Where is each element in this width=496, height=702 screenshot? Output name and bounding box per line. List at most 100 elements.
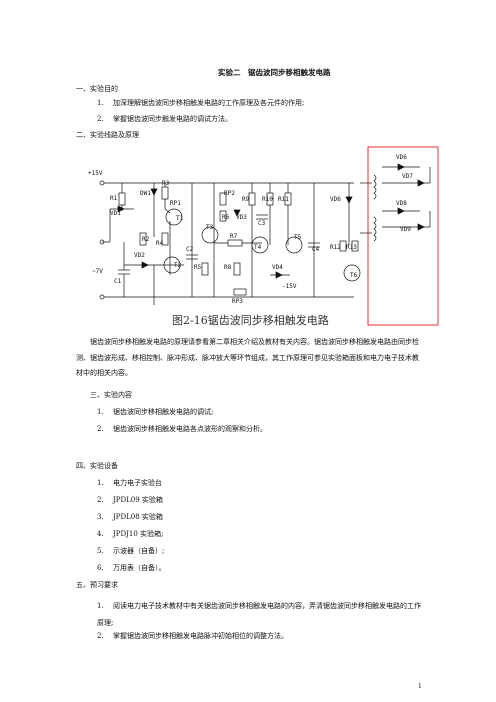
section-heading-content: 三、实验内容: [90, 391, 132, 399]
label-R8: R8: [224, 264, 232, 271]
resistor: [118, 192, 126, 206]
list-text: 锯齿波同步移相触发电路各点波形的观察和分析。: [113, 425, 267, 433]
label-VD6-small: VD6: [330, 196, 341, 203]
label-R3: R3: [162, 180, 170, 187]
transistor: [343, 264, 361, 282]
label-C3: C3: [258, 220, 266, 227]
list-number: 1.: [97, 602, 104, 610]
label-VD7: VD7: [402, 173, 413, 180]
label-C1: C1: [114, 278, 122, 285]
resistor: [248, 192, 256, 206]
list-text: 阅读电力电子技术教材中有关锯齿波同步移相触发电路的内容，弄清锯齿波同步移相触发电…: [97, 602, 421, 627]
label-R4: R4: [156, 240, 164, 247]
diode: [417, 223, 425, 231]
label-T4: T4: [254, 244, 262, 251]
diode: [275, 271, 283, 279]
list-number: 5.: [97, 547, 104, 555]
transistor: [285, 236, 303, 254]
label-VD3: VD3: [236, 214, 247, 221]
label-RP3: RP3: [232, 298, 243, 305]
transistor: [163, 256, 181, 274]
list-item: 2.掌握锯齿波同步触发电路的调试方法。: [97, 115, 232, 124]
list-item: 1. 锯齿波同步移相触发电路的调试;: [97, 408, 213, 417]
list-text: 示波器（自备）;: [113, 547, 165, 555]
list-item: 2.JPDL09 实验箱: [97, 496, 163, 505]
list-text: JPDL09 实验箱: [113, 496, 163, 504]
list-text: JPDL08 实验箱: [113, 513, 163, 521]
zener-diode: [150, 188, 158, 196]
resistor: [139, 232, 147, 246]
label-T6: T6: [350, 272, 358, 279]
diode: [417, 179, 425, 187]
resistor: [219, 192, 227, 206]
diode: [397, 163, 405, 171]
diode: [141, 261, 149, 269]
label-R7: R7: [230, 233, 238, 240]
list-number: 3.: [97, 513, 104, 521]
list-number: 1.: [97, 408, 104, 416]
label-C4: C4: [312, 246, 320, 253]
section-heading-equipment: 四、实验设备: [76, 462, 118, 470]
diode: [233, 209, 241, 217]
list-text: 掌握锯齿波同步移相触发电路脉冲初始相位的调整方法。: [113, 632, 288, 640]
label-RP2: RP2: [224, 190, 235, 197]
label-DW1: DW1: [140, 190, 151, 197]
list-item: 2. 掌握锯齿波同步移相触发电路脉冲初始相位的调整方法。: [97, 632, 288, 641]
resistor: [284, 192, 292, 206]
transistor: [251, 236, 269, 254]
list-number: 1.: [97, 99, 104, 107]
list-text: JPDJ10 实验箱;: [113, 530, 164, 538]
diode: [117, 205, 125, 213]
list-item: 3. JPDL08 实验箱: [97, 513, 163, 522]
section-heading-objectives: 一、实验目的: [76, 85, 118, 93]
principle-paragraph: 锯齿波同步移相触发电路的原理请参看第二章相关介绍及教材有关内容。锯齿波同步移相触…: [76, 338, 419, 377]
resistor: [219, 210, 227, 222]
label-plus15: +15V: [88, 170, 103, 177]
list-text: 万用表（自备）。: [113, 564, 166, 572]
label-R11: R11: [278, 196, 289, 203]
label-VD1: VD1: [110, 210, 121, 217]
page-number: 1: [418, 683, 422, 690]
list-item: 6. 万用表（自备）。: [97, 564, 166, 573]
list-item: 4. JPDJ10 实验箱;: [97, 530, 163, 539]
label-R12: R12: [330, 244, 341, 251]
label-T1: T1: [176, 215, 184, 222]
potentiometer: [233, 288, 247, 296]
label-T3: T3: [206, 224, 214, 231]
resistor: [201, 262, 209, 276]
list-number: 2.: [97, 425, 104, 433]
list-number: 4.: [97, 530, 104, 538]
list-number: 6.: [97, 564, 104, 572]
list-number: 2.: [97, 632, 104, 640]
list-item: 1.阅读电力电子技术教材中有关锯齿波同步移相触发电路的内容，弄清锯齿波同步移相触…: [97, 598, 423, 632]
diode: [397, 207, 405, 215]
label-R5: R5: [194, 264, 202, 271]
label-C2: C2: [186, 246, 194, 253]
terminal: [99, 180, 105, 186]
transistor: [201, 226, 219, 244]
list-item: 5. 示波器（自备）;: [97, 547, 164, 556]
list-text: 加深理解锯齿波同步移相触发电路的工作原理及各元件的作用;: [113, 99, 305, 107]
resistor: [351, 240, 359, 252]
resistor: [161, 186, 169, 200]
label-RP1: RP1: [170, 200, 181, 207]
resistor: [161, 232, 169, 246]
resistor: [339, 240, 347, 252]
list-item: 1. 加深理解锯齿波同步移相触发电路的工作原理及各元件的作用;: [97, 99, 304, 108]
figure-caption: 图2-16锯齿波同步移相触发电路: [172, 314, 329, 327]
label-R2: R2: [142, 236, 150, 243]
label-VD2: VD2: [134, 252, 145, 259]
transformer: [373, 174, 377, 200]
label-VD9: VD9: [400, 226, 411, 233]
transistor: [165, 208, 183, 226]
section-heading-preview: 五、预习要求: [76, 581, 118, 589]
list-item: 2. 锯齿波同步移相触发电路各点波形的观察和分析。: [97, 425, 267, 434]
circuit-diagram: +15V ~7V -15V R1 VD1 C1 DW1 R3 RP1 T1: [88, 146, 439, 326]
resistor: [266, 192, 274, 206]
label-R13: R13: [346, 244, 357, 251]
transformer: [373, 216, 377, 242]
resistor: [233, 262, 241, 276]
page-title: 实验二 锯齿波同步移相触发电路: [218, 68, 331, 77]
list-text: 锯齿波同步移相触发电路的调试;: [113, 408, 214, 416]
